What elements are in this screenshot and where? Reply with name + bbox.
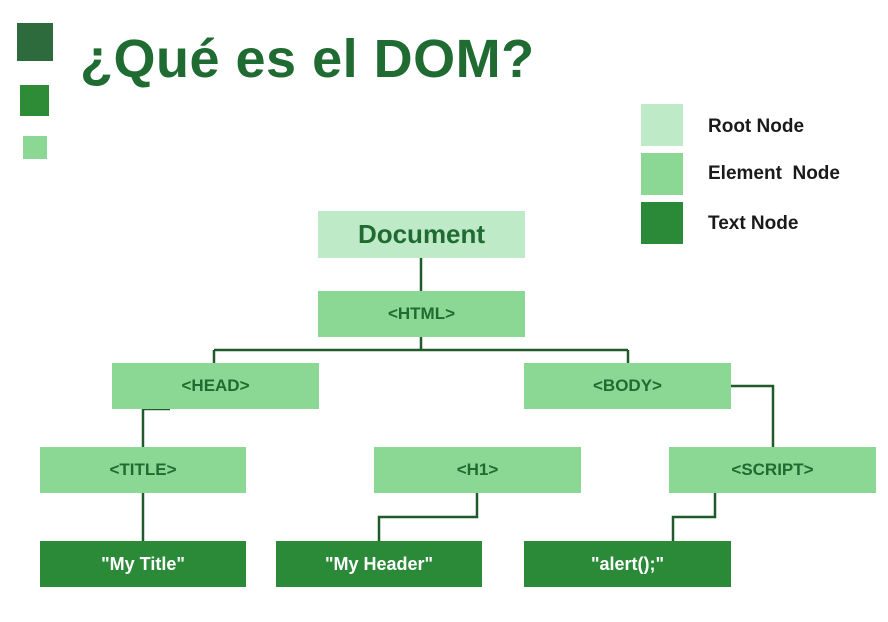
node-html: <HTML>: [318, 291, 525, 337]
node-head: <HEAD>: [112, 363, 319, 409]
node-body: <BODY>: [524, 363, 731, 409]
legend-swatch-element: [641, 153, 683, 195]
node-alert: "alert();": [524, 541, 731, 587]
decorative-square-large: [17, 23, 53, 61]
node-title: <TITLE>: [40, 447, 246, 493]
decorative-square-medium: [20, 85, 49, 116]
connector-head-title: [141, 407, 170, 447]
connector-script-text: [671, 493, 717, 541]
connector-h1-header: [377, 493, 479, 541]
node-script: <SCRIPT>: [669, 447, 876, 493]
node-my-title: "My Title": [40, 541, 246, 587]
legend-swatch-root: [641, 104, 683, 146]
legend-label-root: Root Node: [708, 116, 805, 137]
legend-swatch-text: [641, 202, 683, 244]
legend-label-text: Text Node: [708, 213, 799, 234]
node-document: Document: [318, 211, 525, 258]
decorative-square-small: [23, 136, 47, 159]
node-h1: <H1>: [374, 447, 581, 493]
legend-label-element: Element Node: [708, 163, 840, 184]
page-title: ¿Qué es el DOM?: [80, 29, 535, 89]
connector-body-script: [731, 384, 775, 447]
node-my-header: "My Header": [276, 541, 482, 587]
